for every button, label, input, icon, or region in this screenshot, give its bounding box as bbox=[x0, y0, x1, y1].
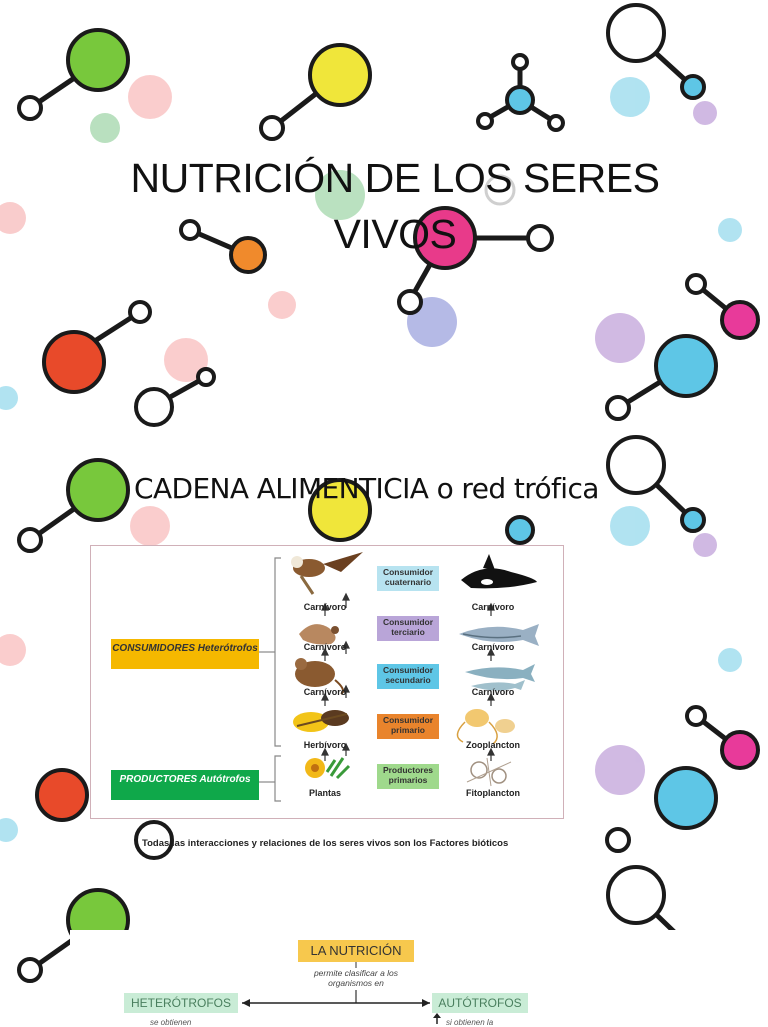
sea-label-3: Carnívoro bbox=[471, 687, 515, 697]
land-label-1: Carnívoro bbox=[303, 602, 347, 612]
phytoplankton-illustration bbox=[466, 757, 512, 787]
zooplankton-illustration bbox=[456, 709, 515, 745]
sea-label-4: Zooplancton bbox=[466, 740, 520, 750]
tuna-illustration bbox=[459, 624, 539, 646]
level-tertiary: Consumidor terciario bbox=[377, 616, 439, 641]
consumers-box: CONSUMIDORES Heterótrofos bbox=[111, 639, 259, 669]
sea-label-2: Carnívoro bbox=[471, 642, 515, 652]
heterotrophs-subtext: se obtienen bbox=[150, 1018, 192, 1027]
slide-title: NUTRICIÓN DE LOS SERES VIVOS bbox=[130, 155, 660, 257]
plants-illustration bbox=[305, 757, 351, 780]
snake-illustration bbox=[299, 624, 339, 645]
level-primary: Consumidor primario bbox=[377, 714, 439, 739]
level-quaternary: Consumidor cuaternario bbox=[377, 566, 439, 591]
sea-label-5: Fitoplancton bbox=[466, 788, 520, 798]
land-label-5: Plantas bbox=[308, 788, 341, 798]
chain-connectors bbox=[259, 552, 539, 802]
food-chain-diagram: CONSUMIDORES Heterótrofos PRODUCTORES Au… bbox=[90, 545, 564, 819]
level-secondary: Consumidor secundario bbox=[377, 664, 439, 689]
autotrophs-subtext: si obtienen la bbox=[446, 1018, 494, 1027]
heterotrophs-box: HETERÓTROFOS bbox=[124, 993, 238, 1013]
diagram-caption: Todas las interacciones y relaciones de … bbox=[142, 838, 509, 849]
land-label-4: Herbívoro bbox=[303, 740, 347, 750]
nutrition-title: LA NUTRICIÓN bbox=[298, 940, 414, 962]
level-producers: Productores primarios bbox=[377, 764, 439, 789]
concept-connectors bbox=[242, 962, 441, 1024]
orca-illustration bbox=[461, 554, 537, 589]
mouse-illustration bbox=[295, 658, 344, 695]
nutrition-description: permite clasificar a los organismos en bbox=[313, 968, 399, 988]
small-fish-illustration bbox=[465, 664, 535, 691]
eagle-illustration bbox=[291, 552, 363, 595]
slide-subtitle: CADENA ALIMENTICIA o red trófica bbox=[134, 472, 599, 505]
nutrition-concept-map: LA NUTRICIÓN permite clasificar a los or… bbox=[70, 930, 768, 1027]
sea-label-1: Carnívoro bbox=[471, 602, 515, 612]
land-label-3: Carnívoro bbox=[303, 687, 347, 697]
producers-box: PRODUCTORES Autótrofos bbox=[111, 770, 259, 800]
land-label-2: Carnívoro bbox=[303, 642, 347, 652]
butterfly-illustration bbox=[293, 710, 349, 732]
molecule-solid-nodes bbox=[17, 3, 760, 427]
autotrophs-box: AUTÓTROFOS bbox=[432, 993, 528, 1013]
